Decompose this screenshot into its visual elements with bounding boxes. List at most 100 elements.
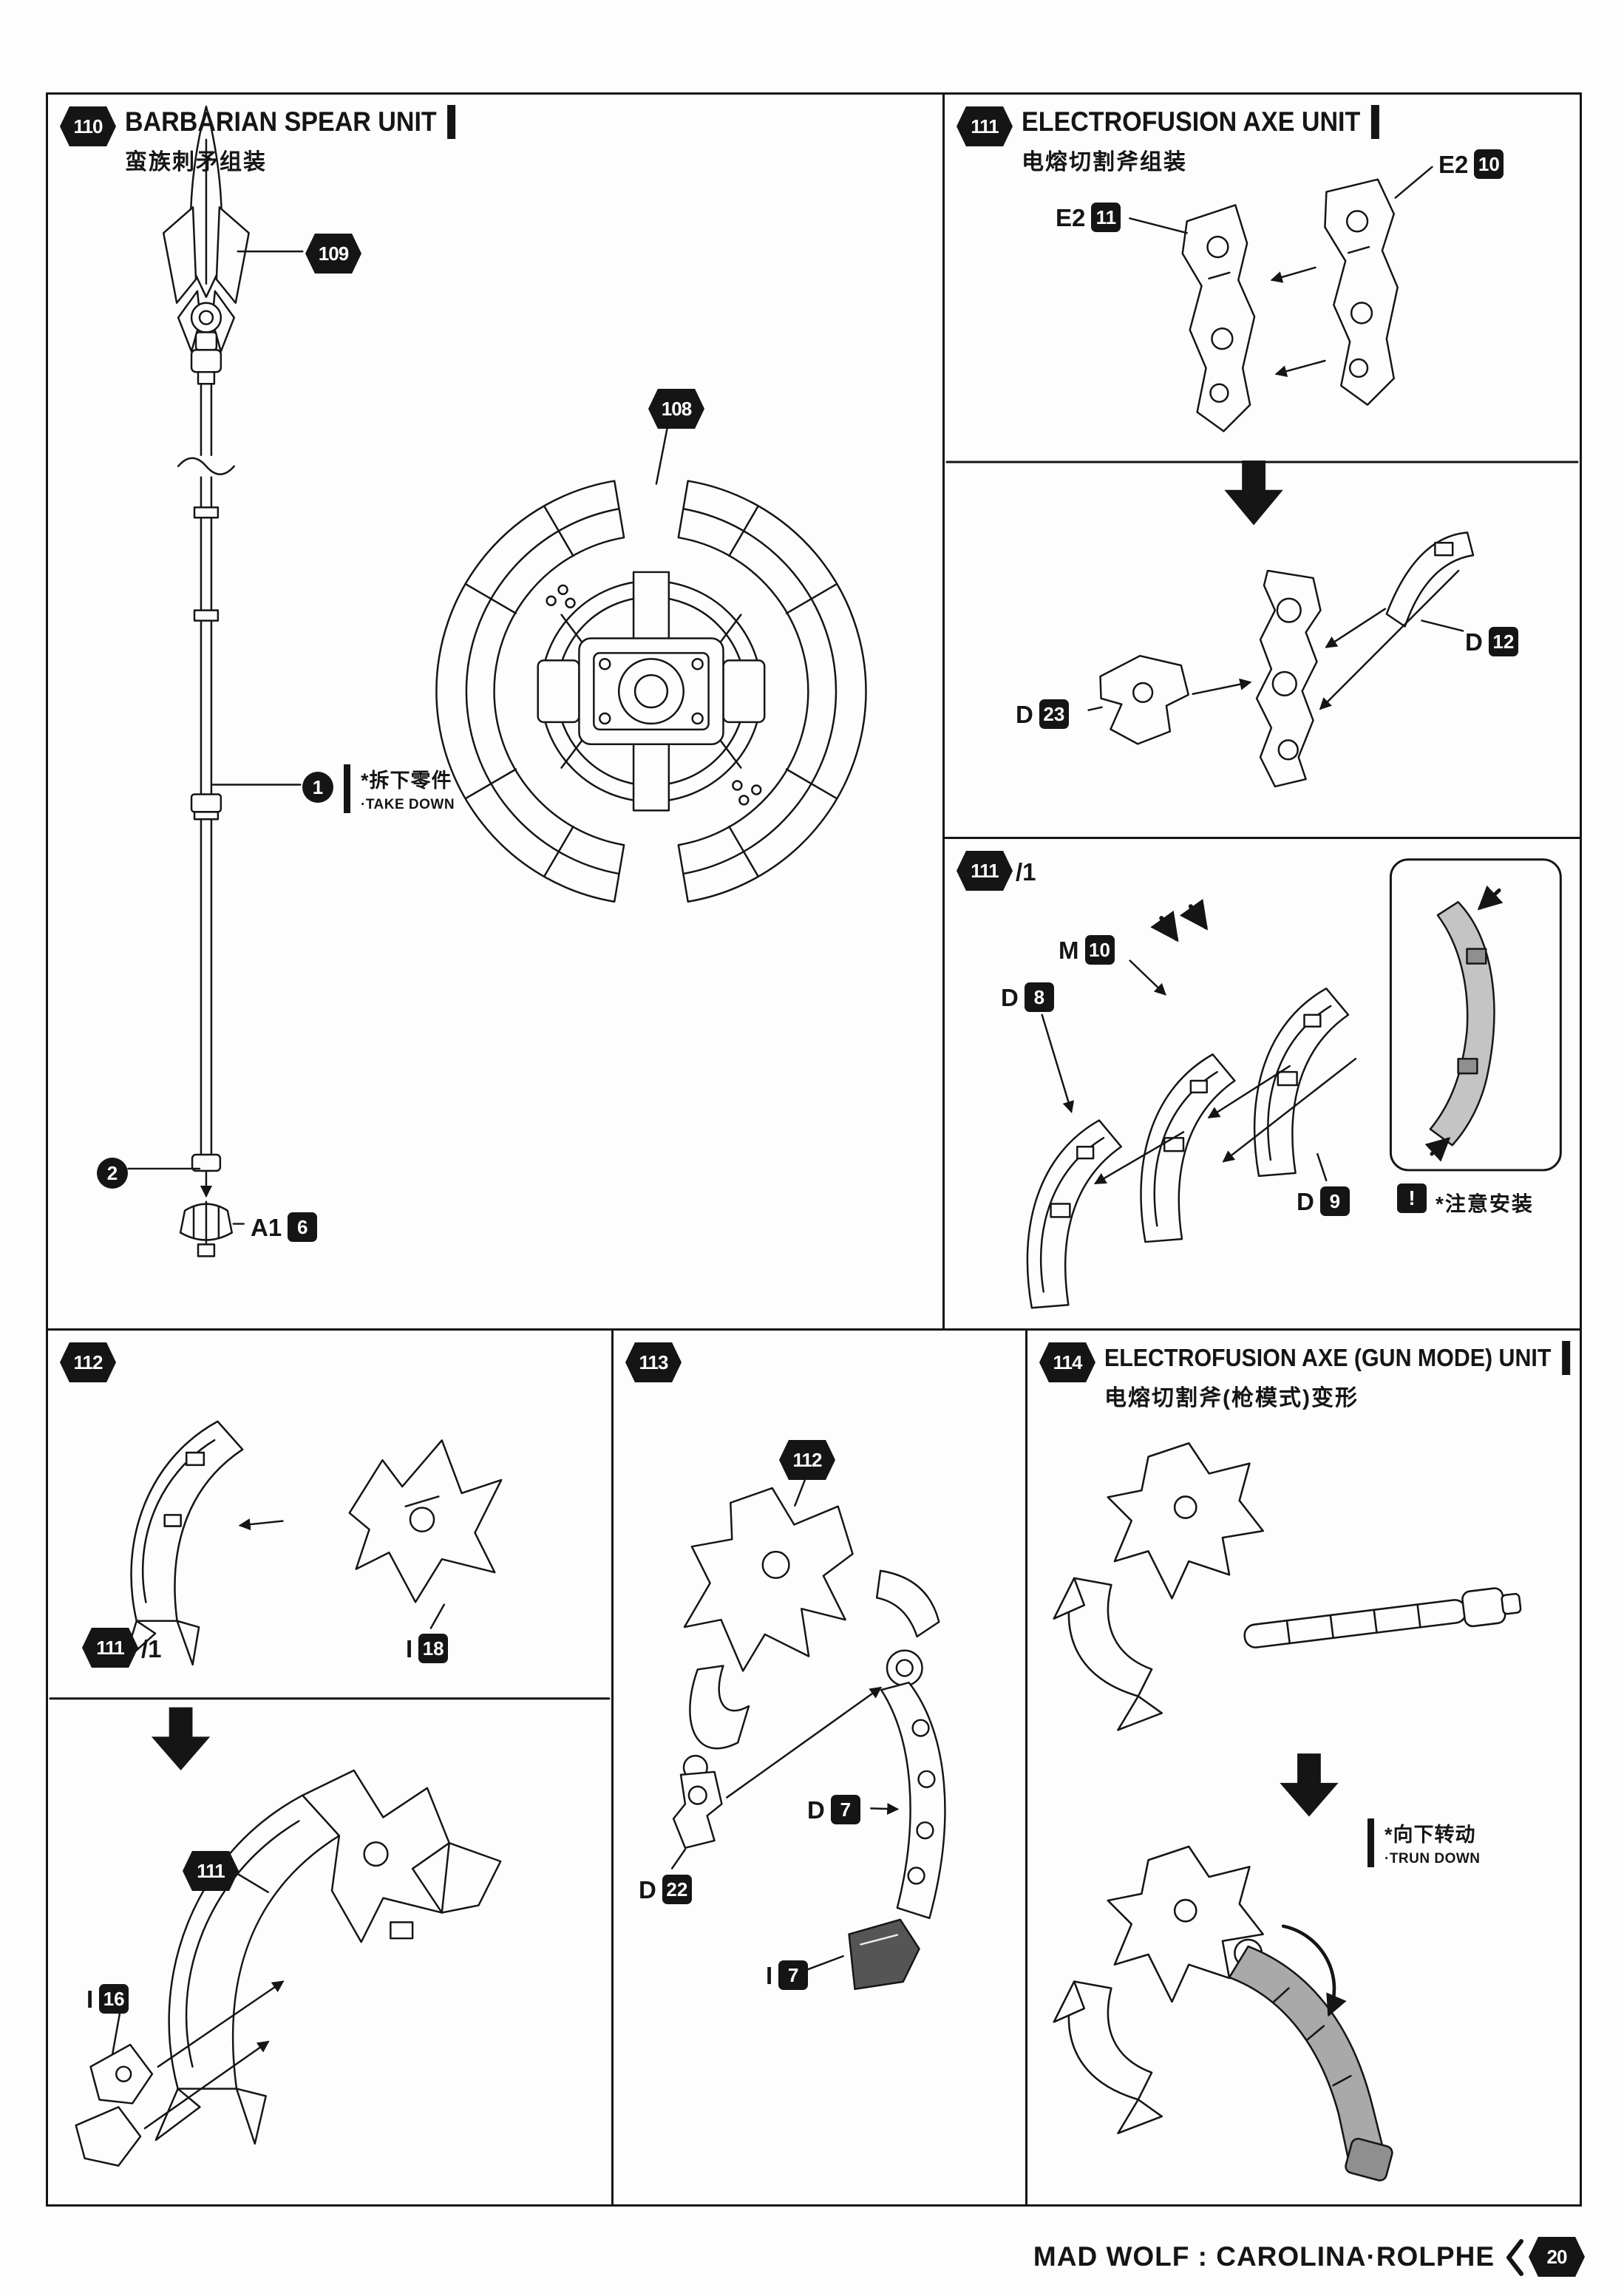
rotation-arrow-icon	[1281, 1924, 1347, 2017]
blade-segment-d9-drawing	[1253, 987, 1350, 1178]
part-number-badge: 9	[1319, 1186, 1350, 1216]
part-label-m-10: M 10	[1059, 935, 1115, 965]
warning-text: *注意安装	[1436, 1192, 1534, 1215]
panel-111-title: ELECTROFUSION AXE UNIT 电熔切割斧组装	[1022, 105, 1410, 176]
part-label-d-7: D 7	[807, 1795, 860, 1824]
part-number-badge: 10	[1084, 935, 1115, 965]
gun-mode-illustration	[1053, 1442, 1522, 2181]
title-endbar	[1562, 1341, 1571, 1375]
small-parts-drawing	[75, 2043, 154, 2167]
title-endbar	[1371, 105, 1380, 139]
e2-frame-parts-drawing	[1181, 178, 1399, 432]
part-label-i-7: I 7	[766, 1960, 809, 1990]
part-number-badge: 7	[830, 1795, 860, 1824]
callout-badge-108: 108	[648, 389, 704, 429]
axe-blade-assembly-drawing	[154, 1769, 502, 2145]
part-label-d-12: D 12	[1465, 627, 1518, 656]
panel-114-title-en: ELECTROFUSION AXE (GUN MODE) UNIT	[1104, 1344, 1552, 1371]
ref-badge-111-1: 111	[82, 1628, 138, 1668]
part-i18-drawing	[348, 1439, 503, 1603]
blade-assembly-illustration	[49, 1420, 611, 2167]
part-code: D	[807, 1796, 825, 1824]
flow-down-arrow-icon	[1280, 1753, 1339, 1817]
panel-111: 111 ELECTROFUSION AXE UNIT 电熔切割斧组装 E2 11…	[942, 92, 1582, 839]
panel-110: 110 BARBARIAN SPEAR UNIT 蛮族刺矛组装 109 108 …	[46, 92, 945, 1331]
title-endbar	[447, 105, 456, 139]
insert-arrow-icon	[1179, 898, 1209, 931]
grip-assembly-drawing	[1099, 531, 1475, 788]
ref-badge-111: 111	[183, 1851, 239, 1891]
part-label-d-23: D 23	[1016, 699, 1069, 729]
axe-folded-drawing	[1053, 1845, 1393, 2181]
part-number-badge: 16	[99, 1984, 129, 2014]
turn-down-note: *向下转动 ·TRUN DOWN	[1368, 1818, 1481, 1867]
spear-shield-illustration	[127, 105, 867, 1257]
part-number-badge: 23	[1039, 699, 1069, 729]
part-label-e2-11: E2 11	[1056, 203, 1121, 232]
clear-part-detail-drawing	[1424, 885, 1504, 1162]
part-code: E2	[1056, 203, 1086, 231]
panel-114-title-cn: 电熔切割斧(枪模式)变形	[1104, 1386, 1359, 1410]
panel-111-title-en: ELECTROFUSION AXE UNIT	[1022, 106, 1361, 137]
subassembly-111-1-drawing	[123, 1420, 244, 1666]
page-number-badge: 20	[1529, 2237, 1585, 2277]
part-code: E2	[1438, 150, 1469, 178]
detail-inset-box	[1389, 858, 1562, 1172]
part-label-d-9: D 9	[1297, 1186, 1350, 1216]
substep-label: /1	[1016, 858, 1036, 886]
spear-drawing	[162, 105, 250, 1172]
warning-icon: !	[1397, 1183, 1427, 1213]
insert-arrow-icon	[1150, 910, 1179, 942]
part-number-badge: 6	[288, 1212, 318, 1242]
blade-segments-illustration	[1026, 858, 1562, 1309]
note-bar-icon	[1368, 1818, 1374, 1867]
part-code: D	[639, 1875, 656, 1903]
part-label-a1-6: A1 6	[251, 1212, 318, 1242]
part-number-badge: 12	[1488, 627, 1518, 656]
panel-112: 112 111 /1 I 18 111 I 16	[46, 1328, 614, 2207]
part-label-d-22: D 22	[639, 1875, 692, 1904]
panel-111-title-cn: 电熔切割斧组装	[1022, 150, 1187, 174]
part-number-badge: 11	[1091, 203, 1121, 232]
part-code: M	[1059, 936, 1079, 964]
part-code: D	[1297, 1187, 1314, 1215]
panel-110-title-cn: 蛮族刺矛组装	[125, 150, 267, 174]
handle-segment-drawing	[880, 1649, 946, 1920]
footer-chevron-icon	[1506, 2239, 1523, 2276]
part-label-i-18: I 18	[406, 1634, 449, 1663]
step-badge-111: 111	[957, 106, 1013, 146]
step-badge-113: 113	[625, 1342, 682, 1382]
panel-114-title: ELECTROFUSION AXE (GUN MODE) UNIT 电熔切割斧(…	[1104, 1341, 1611, 1412]
axe-head-cluster-drawing	[683, 1487, 940, 1750]
axe-grip-illustration	[945, 166, 1579, 788]
panel-114: 114 ELECTROFUSION AXE (GUN MODE) UNIT 电熔…	[1025, 1328, 1582, 2207]
panel-110-title-en: BARBARIAN SPEAR UNIT	[125, 106, 437, 137]
part-a1-drawing	[179, 1200, 245, 1257]
part-label-d-8: D 8	[1001, 982, 1054, 1012]
part-number-badge: 22	[662, 1875, 692, 1904]
part-label-e2-10: E2 10	[1438, 149, 1504, 179]
turn-down-note-en: ·TRUN DOWN	[1385, 1851, 1481, 1867]
footer-series-title: MAD WOLF : CAROLINA·ROLPHE	[1033, 2241, 1495, 2272]
panel-113: 113 112 D 7 D 22 I 7	[611, 1328, 1027, 2207]
part-number-badge: 10	[1474, 149, 1504, 179]
blade-segment-d8-drawing	[1026, 1119, 1122, 1309]
handle-assembly-illustration	[670, 1478, 946, 1991]
part-code: D	[1016, 700, 1033, 728]
step-badge-112: 112	[60, 1342, 116, 1382]
axe-gun-mode-drawing	[1053, 1442, 1522, 1731]
take-down-note: *拆下零件 ·TAKE DOWN	[344, 764, 455, 813]
callout-badge-109: 109	[305, 234, 361, 274]
ref-substep-label: /1	[141, 1635, 162, 1662]
part-number-badge: 8	[1024, 982, 1054, 1012]
ref-badge-112: 112	[779, 1440, 835, 1480]
part-code: I	[86, 1985, 94, 2013]
shield-drawing	[435, 480, 867, 903]
note-bar-icon	[344, 764, 350, 813]
part-code: A1	[251, 1213, 282, 1241]
step-badge-111-1: 111	[957, 851, 1013, 891]
part-number-badge: 7	[778, 1960, 809, 1990]
part-code: I	[766, 1961, 773, 1989]
part-label-i-16: I 16	[86, 1984, 129, 2014]
